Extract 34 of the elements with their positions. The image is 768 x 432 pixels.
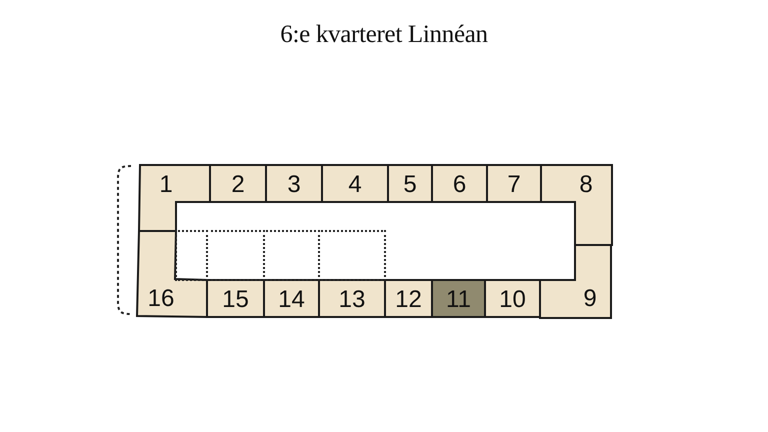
lot-number: 14 — [278, 288, 305, 312]
property-lot — [384, 279, 433, 318]
lot-number: 13 — [338, 288, 366, 312]
property-lot — [136, 230, 208, 318]
lot-number: 10 — [499, 288, 526, 312]
property-lot — [206, 279, 265, 318]
property-lot — [263, 279, 320, 318]
property-lot — [540, 164, 613, 246]
property-lot — [484, 279, 541, 318]
lot-number: 5 — [403, 172, 417, 196]
property-lot — [431, 279, 486, 318]
property-lot — [431, 164, 488, 203]
lot-number: 2 — [231, 172, 245, 196]
property-lot — [209, 164, 267, 203]
property-lot — [321, 164, 389, 203]
property-lot — [486, 164, 542, 203]
lot-number: 3 — [287, 172, 301, 196]
property-lot — [138, 164, 211, 232]
property-lot — [265, 164, 323, 203]
title: 6:e kvarteret Linnéan — [280, 20, 488, 50]
lot-number: 11 — [446, 288, 471, 312]
lot-number: 7 — [507, 172, 521, 196]
property-lot — [318, 279, 386, 318]
lot-number: 16 — [148, 287, 174, 311]
lot-number: 12 — [395, 288, 422, 312]
lot-number: 1 — [159, 173, 173, 197]
lot-number: 8 — [579, 173, 593, 197]
lot-number: 9 — [583, 287, 597, 311]
lot-number: 15 — [222, 288, 249, 312]
lot-number: 6 — [452, 172, 466, 196]
property-lot — [387, 164, 433, 203]
dotted-lot-outline — [318, 230, 386, 281]
lot-number: 4 — [348, 172, 362, 196]
property-lot — [539, 244, 612, 319]
